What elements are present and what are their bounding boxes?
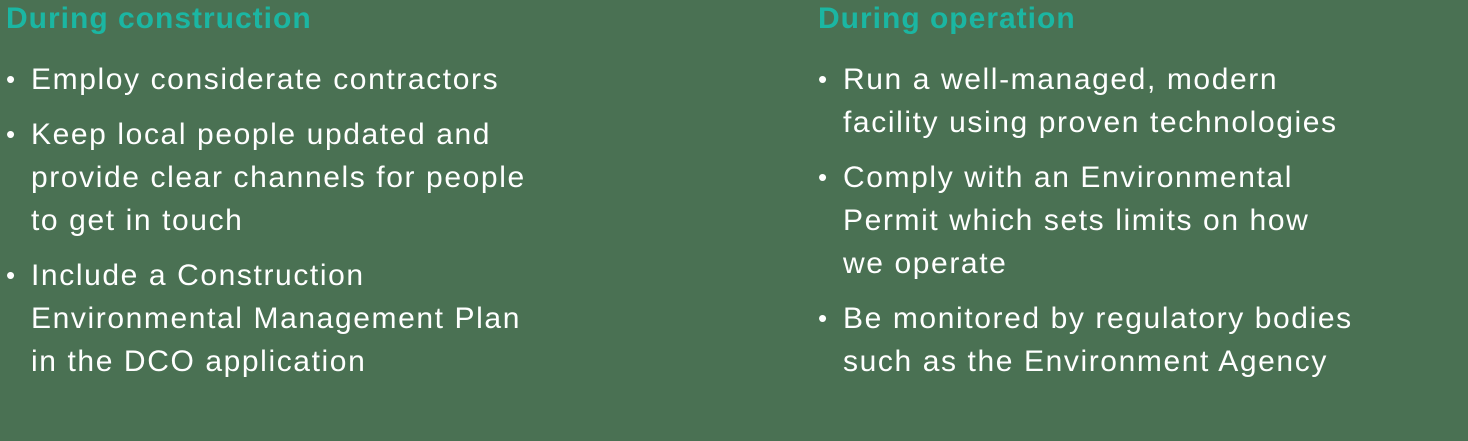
column-during-construction: During construction • Employ considerate …: [6, 2, 646, 395]
bullet-dot-icon: •: [6, 119, 17, 149]
bullet-text: Include a Construction Environmental Man…: [31, 259, 521, 378]
bullet-text: Comply with an Environmental Permit whic…: [843, 161, 1310, 280]
section-heading-operation: During operation: [818, 2, 1076, 35]
bullet-dot-icon: •: [6, 64, 17, 94]
construction-bullet-list: • Employ considerate contractors • Keep lo…: [6, 58, 646, 383]
bullet-item: • Employ considerate contractors: [6, 58, 646, 101]
column-during-operation: During operation • Run a well-managed, mo…: [818, 2, 1466, 395]
bullet-dot-icon: •: [818, 162, 829, 192]
bullet-dot-icon: •: [818, 64, 829, 94]
section-heading-construction: During construction: [6, 2, 312, 35]
bullet-text: Run a well-managed, modern facility usin…: [843, 63, 1338, 139]
operation-bullet-list: • Run a well-managed, modern facility usi…: [818, 58, 1466, 383]
bullet-dot-icon: •: [818, 303, 829, 333]
bullet-item: • Keep local people updated and provide c…: [6, 113, 646, 242]
bullet-item: • Run a well-managed, modern facility usi…: [818, 58, 1466, 144]
bullet-text: Employ considerate contractors: [31, 63, 500, 96]
bullet-item: • Be monitored by regulatory bodies such …: [818, 297, 1466, 383]
bullet-text: Keep local people updated and provide cl…: [31, 118, 526, 237]
bullet-dot-icon: •: [6, 260, 17, 290]
bullet-item: • Comply with an Environmental Permit whi…: [818, 156, 1466, 285]
bullet-text: Be monitored by regulatory bodies such a…: [843, 302, 1353, 378]
bullet-item: • Include a Construction Environmental Ma…: [6, 254, 646, 383]
